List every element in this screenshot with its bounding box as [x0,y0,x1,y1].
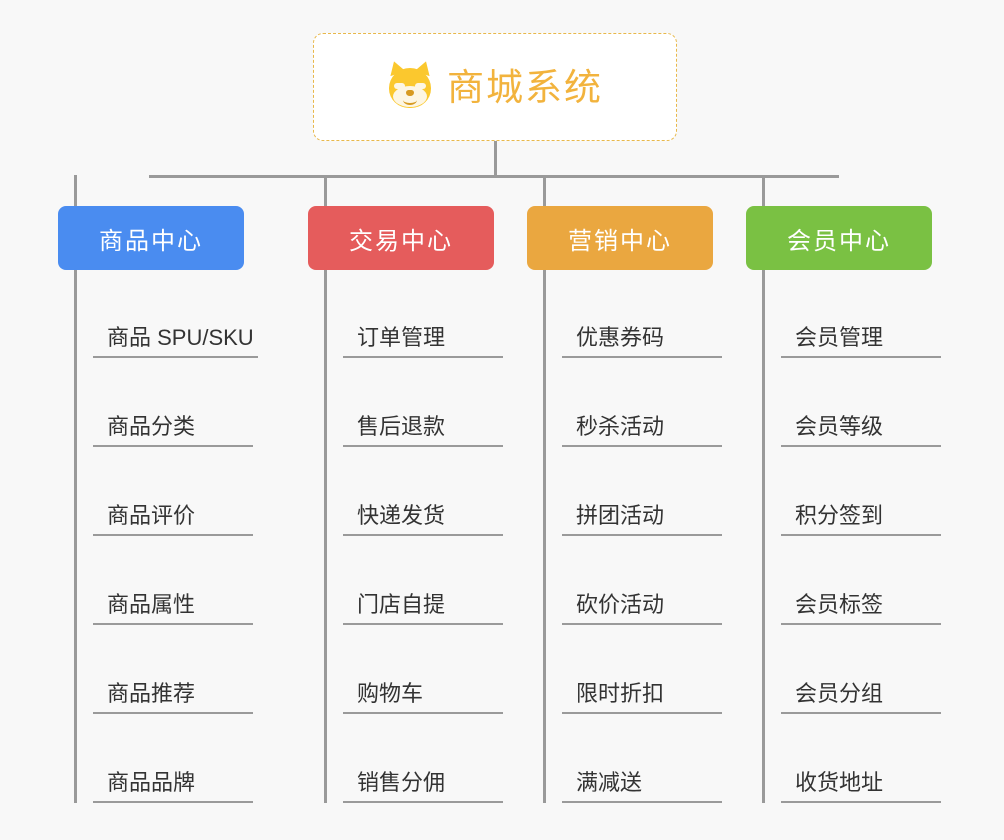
branch-column-2: 交易中心订单管理售后退款快递发货门店自提购物车销售分佣 [308,206,503,803]
connector-drop-2 [324,175,327,208]
root-label: 商城系统 [447,66,603,108]
branch-item[interactable]: 订单管理 [343,270,503,358]
branch-item[interactable]: 拼团活动 [562,447,722,536]
branch-header-4[interactable]: 会员中心 [746,206,932,270]
branch-items-2: 订单管理售后退款快递发货门店自提购物车销售分佣 [324,270,503,803]
branch-column-4: 会员中心会员管理会员等级积分签到会员标签会员分组收货地址 [746,206,941,803]
branch-item[interactable]: 限时折扣 [562,625,722,714]
branch-item[interactable]: 收货地址 [781,714,941,803]
branch-items-3: 优惠券码秒杀活动拼团活动砍价活动限时折扣满减送 [543,270,722,803]
branch-item[interactable]: 会员分组 [781,625,941,714]
branch-item[interactable]: 商品分类 [93,358,253,447]
branch-item[interactable]: 秒杀活动 [562,358,722,447]
branch-item[interactable]: 砍价活动 [562,536,722,625]
branch-item[interactable]: 满减送 [562,714,722,803]
branch-header-1[interactable]: 商品中心 [58,206,244,270]
branch-item[interactable]: 会员等级 [781,358,941,447]
connector-horizontal-bus [149,175,839,178]
branch-item[interactable]: 售后退款 [343,358,503,447]
branch-item[interactable]: 购物车 [343,625,503,714]
branch-item[interactable]: 商品品牌 [93,714,253,803]
branch-item[interactable]: 销售分佣 [343,714,503,803]
branch-item[interactable]: 商品属性 [93,536,253,625]
branch-item[interactable]: 会员管理 [781,270,941,358]
branch-item[interactable]: 门店自提 [343,536,503,625]
branch-item[interactable]: 积分签到 [781,447,941,536]
branch-header-3[interactable]: 营销中心 [527,206,713,270]
root-node[interactable]: 商城系统 [313,33,677,141]
branch-item[interactable]: 商品 SPU/SKU [93,270,258,358]
dog-face-icon [386,58,434,110]
branch-item[interactable]: 商品评价 [93,447,253,536]
branch-header-2[interactable]: 交易中心 [308,206,494,270]
branch-column-3: 营销中心优惠券码秒杀活动拼团活动砍价活动限时折扣满减送 [527,206,722,803]
branch-item[interactable]: 优惠券码 [562,270,722,358]
branch-item[interactable]: 快递发货 [343,447,503,536]
connector-drop-3 [543,175,546,208]
connector-drop-4 [762,175,765,208]
branch-items-4: 会员管理会员等级积分签到会员标签会员分组收货地址 [762,270,941,803]
branch-item[interactable]: 会员标签 [781,536,941,625]
branch-item[interactable]: 商品推荐 [93,625,253,714]
connector-root-stem [494,141,497,177]
connector-drop-1 [74,175,77,208]
